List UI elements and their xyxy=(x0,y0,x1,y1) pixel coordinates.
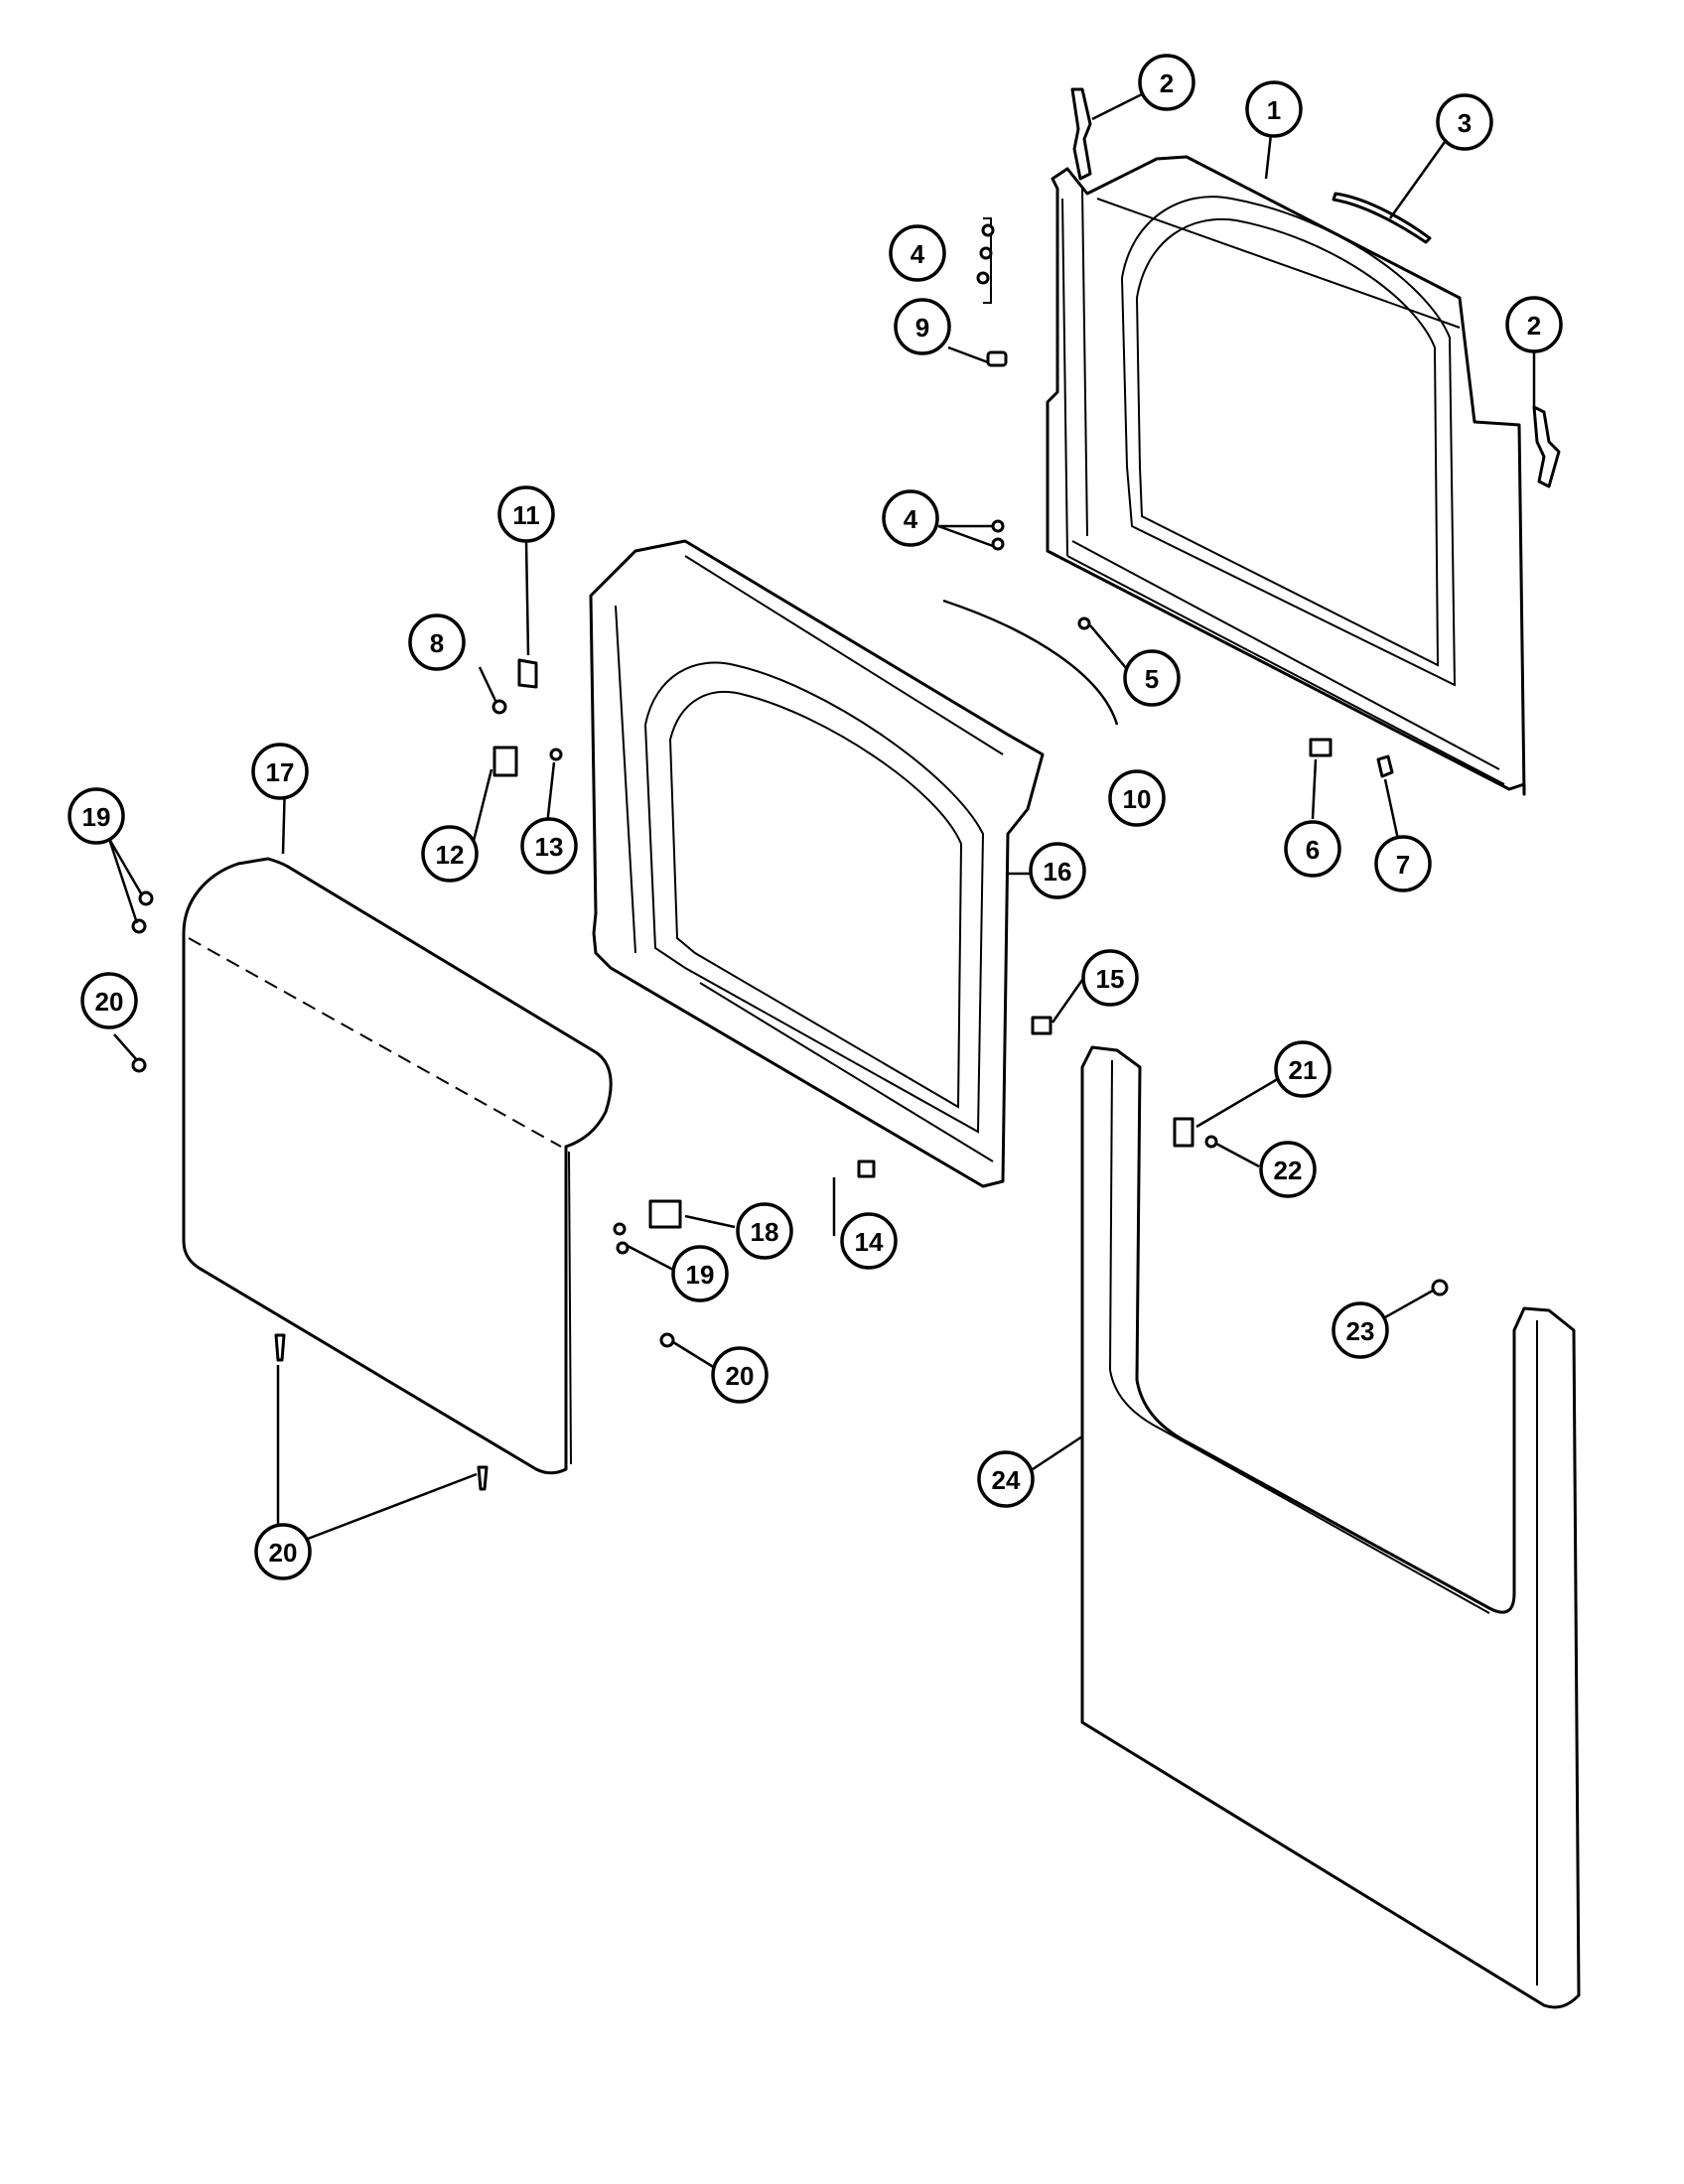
callout-12: 12 xyxy=(421,825,479,883)
callout-7: 7 xyxy=(1374,835,1432,892)
callout-9-label: 9 xyxy=(915,313,929,342)
callout-8: 8 xyxy=(408,614,466,671)
callout-19b-label: 19 xyxy=(686,1260,715,1290)
callout-15: 15 xyxy=(1081,949,1139,1007)
callout-4a-label: 4 xyxy=(911,239,925,269)
callout-2a-label: 2 xyxy=(1160,68,1174,98)
lower-front-panel xyxy=(1080,1045,1581,2009)
screws-19-upper xyxy=(131,890,154,934)
callout-18: 18 xyxy=(736,1202,793,1260)
screw-20-upper-left xyxy=(131,1057,147,1073)
callout-20c-label: 20 xyxy=(269,1538,298,1568)
callout-24: 24 xyxy=(977,1450,1035,1508)
callout-14-label: 14 xyxy=(855,1227,884,1257)
callout-9: 9 xyxy=(894,298,951,355)
callout-15-label: 15 xyxy=(1096,964,1125,994)
clip-14 xyxy=(857,1160,876,1178)
callout-20a: 20 xyxy=(80,972,138,1029)
callout-8-label: 8 xyxy=(430,628,444,658)
callout-20b: 20 xyxy=(711,1346,769,1404)
callout-22: 22 xyxy=(1259,1141,1317,1198)
screw-22 xyxy=(1204,1135,1218,1149)
callout-10-label: 10 xyxy=(1123,784,1152,814)
callout-17: 17 xyxy=(251,743,309,800)
clip-6 xyxy=(1309,738,1333,757)
callout-20c: 20 xyxy=(254,1523,312,1580)
screw-set-4-top xyxy=(976,217,995,304)
callout-1-label: 1 xyxy=(1267,95,1281,125)
screws-19-lower xyxy=(613,1222,630,1255)
clip-9 xyxy=(986,350,1008,367)
callout-21-label: 21 xyxy=(1289,1055,1318,1085)
clip-21 xyxy=(1173,1117,1194,1148)
door-panel xyxy=(182,857,613,1475)
part-8 xyxy=(491,699,507,715)
callout-14: 14 xyxy=(840,1212,898,1270)
callout-19b: 19 xyxy=(671,1245,729,1302)
callout-20b-label: 20 xyxy=(726,1361,755,1391)
callout-23-label: 23 xyxy=(1346,1316,1375,1346)
callout-21: 21 xyxy=(1274,1040,1332,1098)
callout-24-label: 24 xyxy=(992,1465,1021,1495)
callout-19a: 19 xyxy=(68,787,125,845)
screw-20-lower-mid xyxy=(659,1332,675,1348)
callout-4a: 4 xyxy=(889,224,946,282)
callout-2b-label: 2 xyxy=(1527,311,1541,341)
drum-seal-arc xyxy=(1332,192,1432,244)
screw-13 xyxy=(549,748,563,761)
bracket-top-left xyxy=(1070,87,1092,181)
screws-20-bottom xyxy=(274,1333,489,1491)
callout-13: 13 xyxy=(520,817,578,875)
callout-3: 3 xyxy=(1436,93,1493,151)
callout-4b: 4 xyxy=(882,489,939,547)
callout-13-label: 13 xyxy=(535,832,564,862)
callout-16-label: 16 xyxy=(1044,857,1072,887)
callout-5: 5 xyxy=(1123,649,1181,707)
callout-6-label: 6 xyxy=(1306,835,1320,865)
clip-7 xyxy=(1376,754,1394,778)
callout-5-label: 5 xyxy=(1145,664,1159,694)
callout-11: 11 xyxy=(497,485,555,543)
callout-2b: 2 xyxy=(1505,296,1563,353)
callout-3-label: 3 xyxy=(1458,108,1472,138)
callout-1: 1 xyxy=(1245,80,1303,138)
screw-23 xyxy=(1431,1279,1449,1297)
hinge-12 xyxy=(492,746,518,777)
hinge-18 xyxy=(648,1199,682,1229)
callout-4b-label: 4 xyxy=(904,504,918,534)
callout-11-label: 11 xyxy=(512,500,540,530)
callout-22-label: 22 xyxy=(1274,1156,1303,1185)
callout-12-label: 12 xyxy=(436,840,465,870)
bracket-right xyxy=(1532,405,1561,488)
callout-19a-label: 19 xyxy=(82,802,111,832)
callout-17-label: 17 xyxy=(266,757,295,787)
callout-23: 23 xyxy=(1332,1301,1389,1359)
callout-10: 10 xyxy=(1108,769,1166,827)
bracket-11 xyxy=(517,658,538,689)
callout-7-label: 7 xyxy=(1396,850,1410,880)
screws-4-lower xyxy=(991,519,1005,551)
callout-18-label: 18 xyxy=(751,1217,779,1247)
front-bulkhead xyxy=(589,539,1045,1188)
callout-6: 6 xyxy=(1284,820,1341,878)
screw-5 xyxy=(1077,616,1091,630)
callout-20a-label: 20 xyxy=(95,987,124,1017)
callout-16: 16 xyxy=(1029,842,1086,899)
rear-bulkhead xyxy=(1046,155,1526,796)
clip-15 xyxy=(1031,1016,1052,1035)
callout-2a: 2 xyxy=(1138,54,1195,111)
